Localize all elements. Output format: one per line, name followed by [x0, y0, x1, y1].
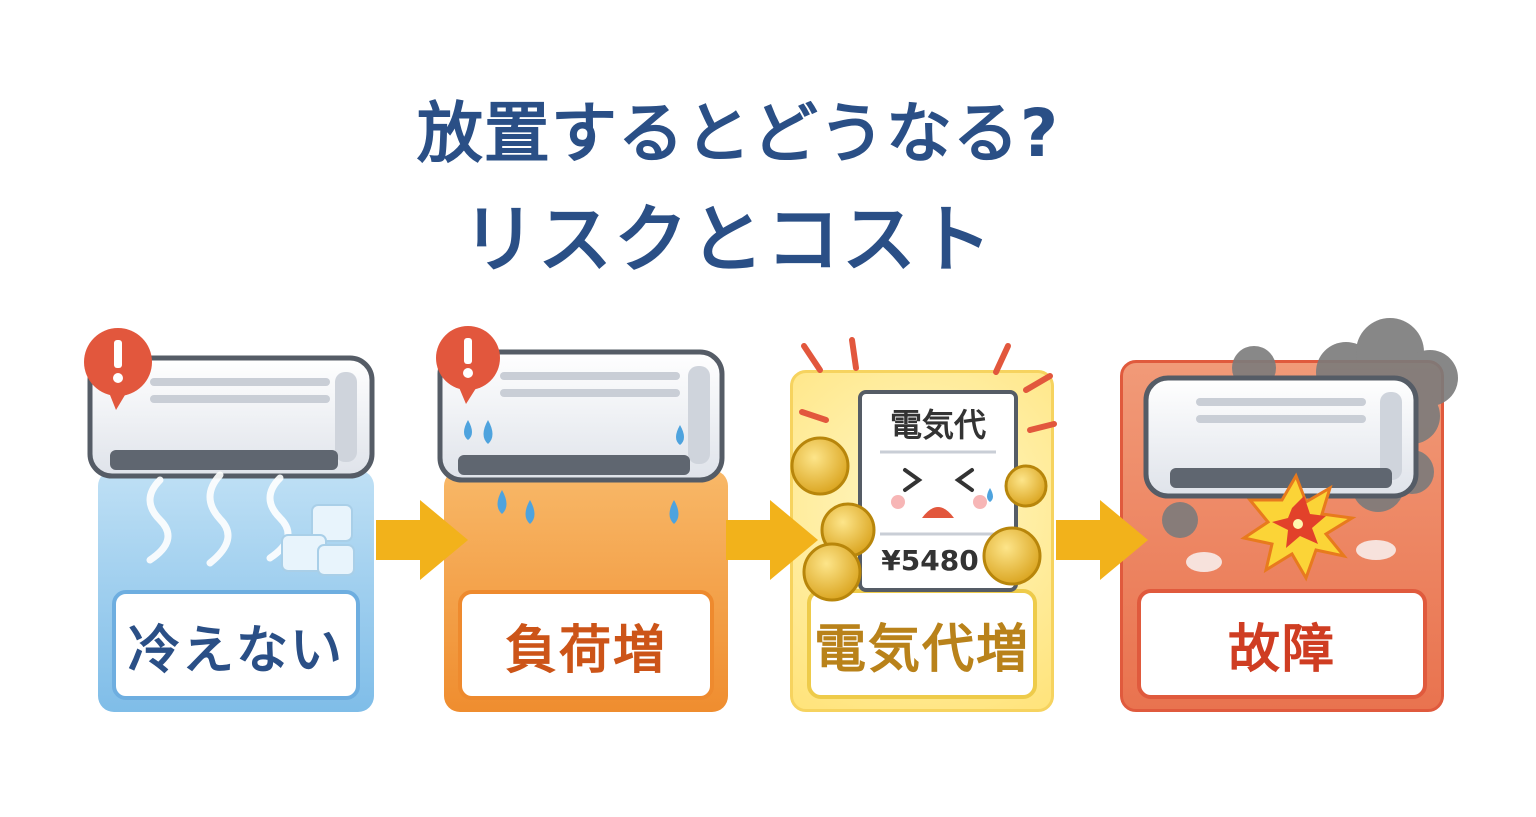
step-panel-load-increase: 負荷増	[444, 470, 728, 712]
bill-amount: ¥5480	[881, 544, 978, 577]
coin-icon	[790, 436, 1048, 602]
arrow-right-icon	[376, 500, 468, 580]
air-conditioner-icon	[87, 355, 375, 479]
ice-cube-icon	[281, 504, 355, 576]
arrow-right-icon	[726, 500, 818, 580]
warning-icon	[436, 326, 500, 404]
bill-heading: 電気代	[890, 406, 986, 444]
wind-lines	[146, 471, 292, 567]
alert-rays	[799, 337, 1057, 433]
arrow-right-icon	[1056, 500, 1148, 580]
step-label-load-increase: 負荷増	[458, 590, 714, 700]
step-panel-not-cooling: 冷えない	[98, 470, 374, 712]
air-conditioner-icon	[1143, 375, 1419, 499]
smoke-puff	[1186, 540, 1396, 572]
water-drop-icon	[464, 420, 684, 524]
title-line-2: リスクとコスト	[462, 197, 994, 283]
explosion-icon	[1240, 472, 1357, 582]
step-label-not-cooling: 冷えない	[112, 590, 360, 700]
air-conditioner-icon	[437, 349, 725, 483]
title-line-1: 放置するとどうなる?	[416, 95, 1060, 172]
step-label-breakdown: 故障	[1137, 589, 1427, 699]
warning-icon	[84, 328, 152, 410]
step-label-electricity-cost: 電気代増	[807, 589, 1037, 699]
